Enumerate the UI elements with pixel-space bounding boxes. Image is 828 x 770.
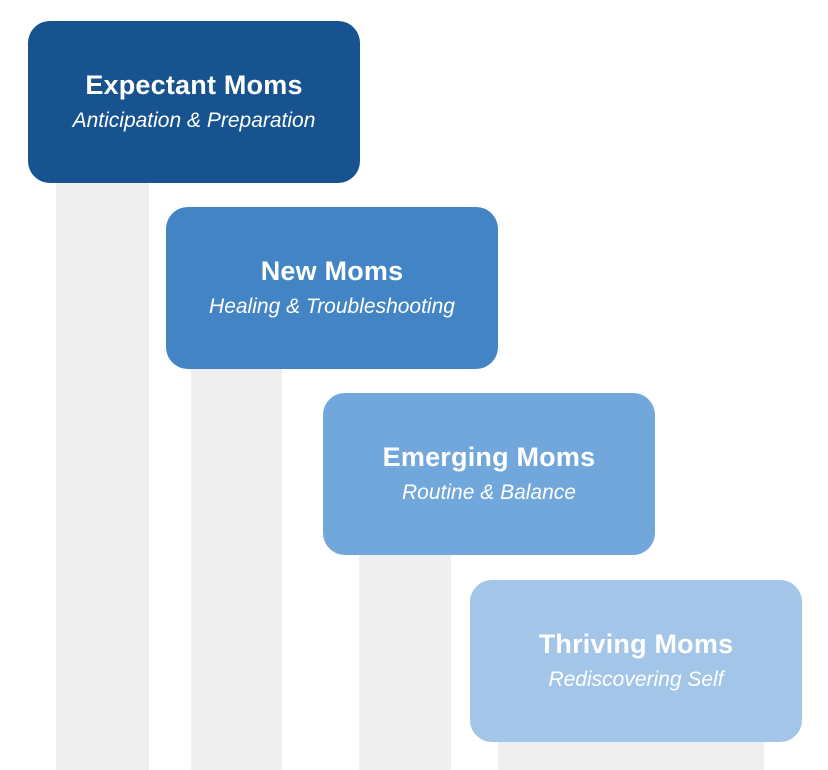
stage-subtitle: Anticipation & Preparation	[72, 109, 316, 132]
stage-card-thriving: Thriving Moms Rediscovering Self	[470, 580, 802, 742]
stage-title: Emerging Moms	[382, 442, 596, 472]
stage-title: Expectant Moms	[85, 70, 303, 100]
stage-card-new: New Moms Healing & Troubleshooting	[166, 207, 498, 369]
stage-pillar-expectant	[56, 150, 149, 770]
stage-subtitle: Routine & Balance	[402, 481, 576, 504]
stage-pillar-new	[191, 340, 282, 770]
stage-subtitle: Rediscovering Self	[548, 668, 724, 691]
stage-title: New Moms	[260, 256, 404, 286]
stage-title: Thriving Moms	[538, 629, 734, 659]
stage-subtitle: Healing & Troubleshooting	[209, 295, 455, 318]
stage-card-emerging: Emerging Moms Routine & Balance	[323, 393, 655, 555]
stage-pillar-emerging	[359, 530, 451, 770]
stage-card-expectant: Expectant Moms Anticipation & Preparatio…	[28, 21, 360, 183]
